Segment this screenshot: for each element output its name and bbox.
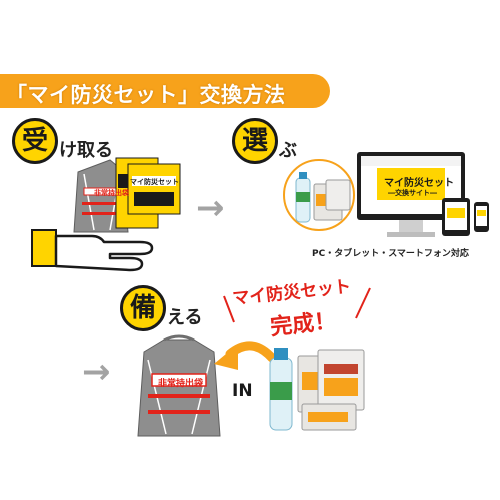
emergency-bag-icon xyxy=(137,334,221,437)
step-choose-rest: ぶ xyxy=(279,140,297,161)
package-illustration xyxy=(73,157,181,233)
step-choose-kanji: 選 xyxy=(232,118,278,164)
bag-icon xyxy=(73,159,129,233)
tablet-phone-icons xyxy=(442,198,489,236)
site-title: マイ防災セット xyxy=(384,178,454,189)
emergency-bag-label: 非常持出袋 xyxy=(158,379,204,389)
step-choose-label: 選 ぶ xyxy=(232,118,297,164)
water-bottle-icon-2 xyxy=(269,348,293,431)
arrow-right-icon: → xyxy=(196,188,225,228)
step-prepare-kanji: 備 xyxy=(120,285,166,331)
emphasis-lines xyxy=(223,287,371,323)
tablet-icon xyxy=(442,198,470,236)
arrow-right-icon-2: → xyxy=(82,352,111,392)
food-pack-icon xyxy=(313,179,351,221)
step-receive-kanji: 受 xyxy=(12,118,58,164)
box-icon xyxy=(115,157,181,229)
page-title: 「マイ防災セット」交換方法 xyxy=(6,83,286,107)
step-receive-label: 受 け取る xyxy=(12,118,113,164)
water-bottle-icon xyxy=(295,172,311,223)
food-pack-icon-2 xyxy=(297,349,365,431)
step-receive-rest: け取る xyxy=(59,140,113,161)
supplies-illustration-bottom xyxy=(269,348,365,431)
bag-label: 非常持出袋 xyxy=(94,189,129,197)
hand-icon xyxy=(31,229,154,272)
title-banner xyxy=(0,74,330,108)
step-prepare-label: 備 える xyxy=(120,285,202,331)
in-label: IN xyxy=(232,381,253,401)
smartphone-icon xyxy=(474,202,489,232)
device-caption: PC・タブレット・スマートフォン対応 xyxy=(312,249,469,259)
curved-arrow-icon xyxy=(214,341,277,370)
box-title: マイ防災セット xyxy=(130,178,179,186)
site-subtitle: ―交換サイト― xyxy=(388,189,437,197)
step-prepare-rest: える xyxy=(167,307,203,328)
supplies-illustration-top xyxy=(283,159,355,231)
